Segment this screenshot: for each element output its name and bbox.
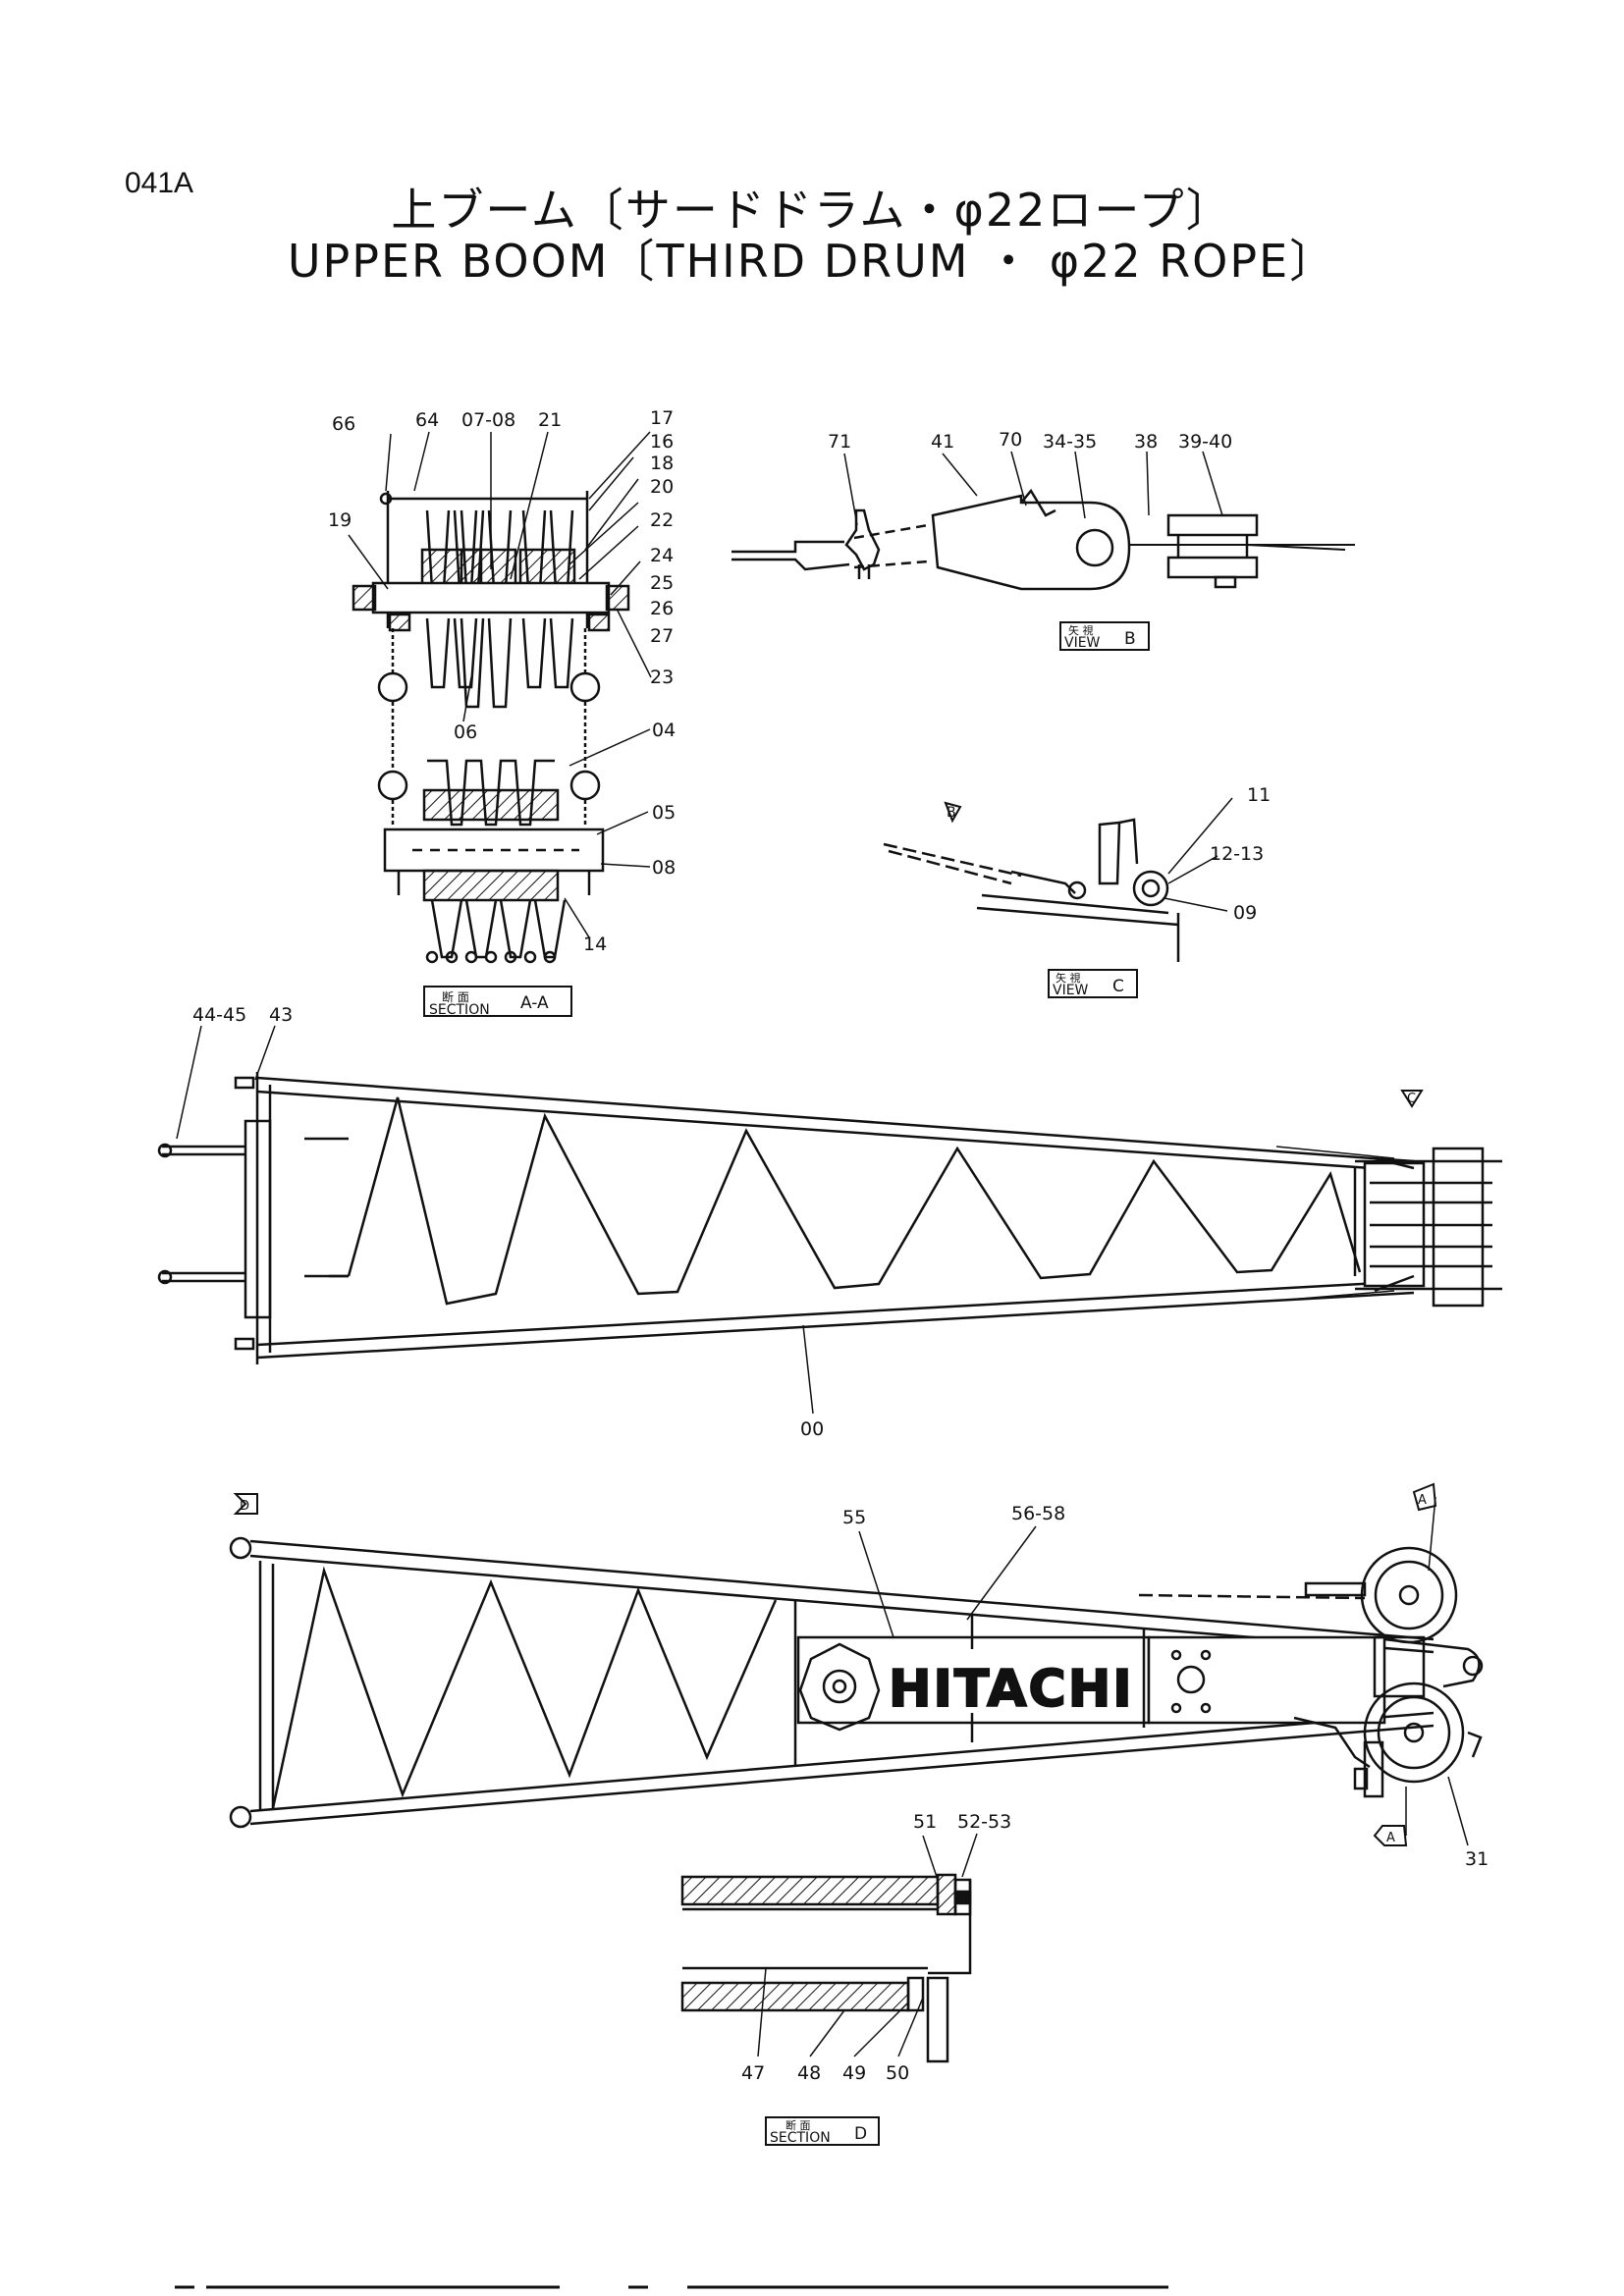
view-c-caption-ja: 矢 視 (1056, 971, 1081, 985)
view-c-caption-tag: C (1112, 977, 1124, 996)
view-c-marker-b: B (947, 805, 956, 821)
view-b-caption-en: VIEW (1064, 635, 1101, 651)
callout-47: 47 (741, 2062, 765, 2084)
callout-26: 26 (650, 598, 674, 619)
top-view-boom (157, 1025, 1502, 1415)
callout-55: 55 (842, 1507, 866, 1528)
top-view-labels: 44-45 43 00 C (192, 1004, 1416, 1440)
callout-00: 00 (800, 1418, 824, 1440)
callout-70: 70 (999, 429, 1022, 451)
section-d-caption-tag: D (854, 2124, 867, 2144)
callout-23: 23 (650, 667, 674, 688)
callout-19: 19 (328, 509, 352, 531)
side-view-boom: HITACHI (229, 1482, 1484, 1846)
callout-43: 43 (269, 1004, 293, 1026)
view-b-drawing (731, 451, 1355, 651)
side-view-marker-d: D (240, 1499, 249, 1514)
title-english: UPPER BOOM〔THIRD DRUM ・ φ22 ROPE〕 (287, 235, 1337, 288)
callout-20: 20 (650, 476, 674, 498)
view-b-caption-ja: 矢 視 (1068, 623, 1094, 637)
callout-50: 50 (886, 2062, 909, 2084)
side-view-marker-a-bottom: A (1386, 1831, 1395, 1845)
callout-44-45: 44-45 (192, 1004, 246, 1026)
callout-56-58: 56-58 (1011, 1503, 1065, 1524)
callout-31: 31 (1465, 1848, 1489, 1870)
view-c-drawing (883, 797, 1233, 998)
side-view-labels: 55 56-58 31 D A A (240, 1493, 1489, 1870)
callout-09: 09 (1233, 902, 1257, 924)
section-aa-drawing (348, 431, 652, 1017)
section-d-caption-ja: 断 面 (785, 2118, 811, 2132)
upper-sheaves (420, 509, 576, 591)
callout-71: 71 (828, 431, 851, 453)
callout-17: 17 (650, 407, 674, 429)
section-d-labels: 51 52-53 47 48 49 50 断 面 SECTION D (741, 1811, 1011, 2146)
callout-41: 41 (931, 431, 954, 453)
callout-05: 05 (652, 802, 676, 824)
callout-34-35: 34-35 (1043, 431, 1097, 453)
callout-12-13: 12-13 (1210, 843, 1264, 865)
callout-06: 06 (454, 721, 477, 743)
callout-51: 51 (913, 1811, 937, 1833)
callout-21: 21 (538, 409, 562, 431)
callout-22: 22 (650, 509, 674, 531)
title-japanese: 上ブーム〔サードドラム・φ22ロープ〕 (391, 184, 1233, 237)
callout-38: 38 (1134, 431, 1158, 453)
view-b-labels: 71 41 70 34-35 38 39-40 矢 視 VIEW B (828, 429, 1232, 651)
callout-11: 11 (1247, 784, 1271, 806)
top-view-marker-c: C (1407, 1092, 1416, 1106)
side-view-marker-a-top: A (1418, 1493, 1427, 1508)
callout-27: 27 (650, 625, 674, 647)
view-c-labels: B 11 12-13 09 矢 視 VIEW C (947, 784, 1271, 998)
page-code: 041A (125, 167, 194, 199)
callout-48: 48 (797, 2062, 821, 2084)
callout-52-53: 52-53 (957, 1811, 1011, 1833)
section-aa-caption-tag: A-A (520, 993, 549, 1013)
callout-14: 14 (583, 934, 607, 955)
view-c-caption-en: VIEW (1053, 983, 1089, 998)
callout-64: 64 (415, 409, 439, 431)
section-aa-labels: 66 64 07-08 21 17 16 18 20 22 19 24 25 2… (328, 407, 676, 1018)
hitachi-brand: HITACHI (889, 1660, 1134, 1719)
section-d-drawing (680, 1833, 978, 2146)
callout-18: 18 (650, 453, 674, 474)
callout-49: 49 (842, 2062, 866, 2084)
section-aa-caption-en: SECTION (429, 1002, 490, 1018)
callout-66: 66 (332, 413, 355, 435)
callout-39-40: 39-40 (1178, 431, 1232, 453)
callout-24: 24 (650, 545, 674, 566)
callout-04: 04 (652, 720, 676, 741)
section-d-caption-en: SECTION (770, 2130, 831, 2146)
callout-07-08: 07-08 (461, 409, 515, 431)
callout-08: 08 (652, 857, 676, 879)
callout-25: 25 (650, 572, 674, 594)
view-b-caption-tag: B (1124, 629, 1136, 649)
section-aa-caption-ja: 断 面 (442, 989, 469, 1004)
callout-16: 16 (650, 431, 674, 453)
